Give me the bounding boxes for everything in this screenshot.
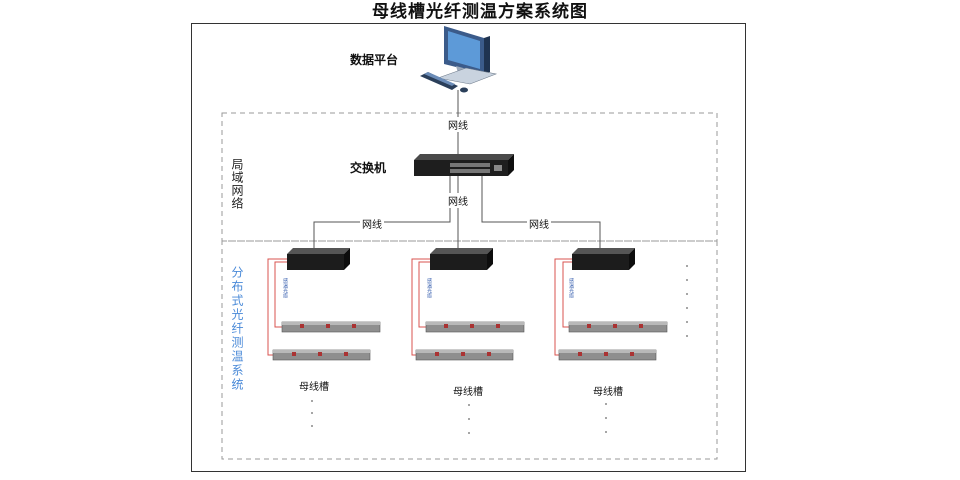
busway-icon — [558, 349, 657, 361]
ellipsis-icon — [468, 404, 470, 434]
ellipsis-icon — [686, 265, 688, 337]
fiber-label: 感温光缆 — [426, 278, 432, 298]
switch-label: 交换机 — [350, 161, 387, 175]
dts-zone-label: 分布式光纤测温系统 — [230, 266, 244, 392]
ellipsis-icon — [311, 400, 313, 427]
busway-icon — [415, 349, 514, 361]
fiber-cable — [562, 261, 572, 328]
busway-label: 母线槽 — [299, 382, 329, 393]
lan-zone-label: 局域网络 — [230, 158, 244, 210]
dts-host-icon — [572, 248, 635, 270]
busway-icon — [568, 321, 668, 333]
computer-workstation-icon — [420, 26, 498, 93]
fiber-label: 感温光缆 — [568, 278, 574, 298]
fiber-cable — [411, 258, 430, 356]
cable-label: 网线 — [446, 117, 470, 132]
busway-label: 母线槽 — [453, 387, 483, 398]
fiber-cable — [418, 261, 430, 328]
fiber-cable — [274, 261, 287, 328]
busway-icon — [281, 321, 381, 333]
diagram-frame — [191, 23, 746, 472]
fiber-label: 感温光缆 — [282, 278, 288, 298]
diagram-title: 母线槽光纤测温方案系统图 — [372, 2, 588, 22]
cable-label: 网线 — [446, 193, 470, 208]
fiber-cable — [267, 258, 287, 356]
busway-label: 母线槽 — [593, 387, 623, 398]
cable-label: 网线 — [360, 216, 384, 231]
lan-zone-box — [221, 112, 718, 242]
dts-host-icon — [287, 248, 350, 270]
dts-host-icon — [430, 248, 493, 270]
dts-zone-box — [221, 240, 718, 460]
fiber-cable — [554, 258, 572, 356]
platform-label: 数据平台 — [350, 53, 399, 67]
busway-icon — [425, 321, 525, 333]
network-switch-icon — [414, 154, 514, 176]
busway-icon — [272, 349, 371, 361]
ellipsis-icon — [605, 403, 607, 433]
cable-label: 网线 — [527, 216, 551, 231]
